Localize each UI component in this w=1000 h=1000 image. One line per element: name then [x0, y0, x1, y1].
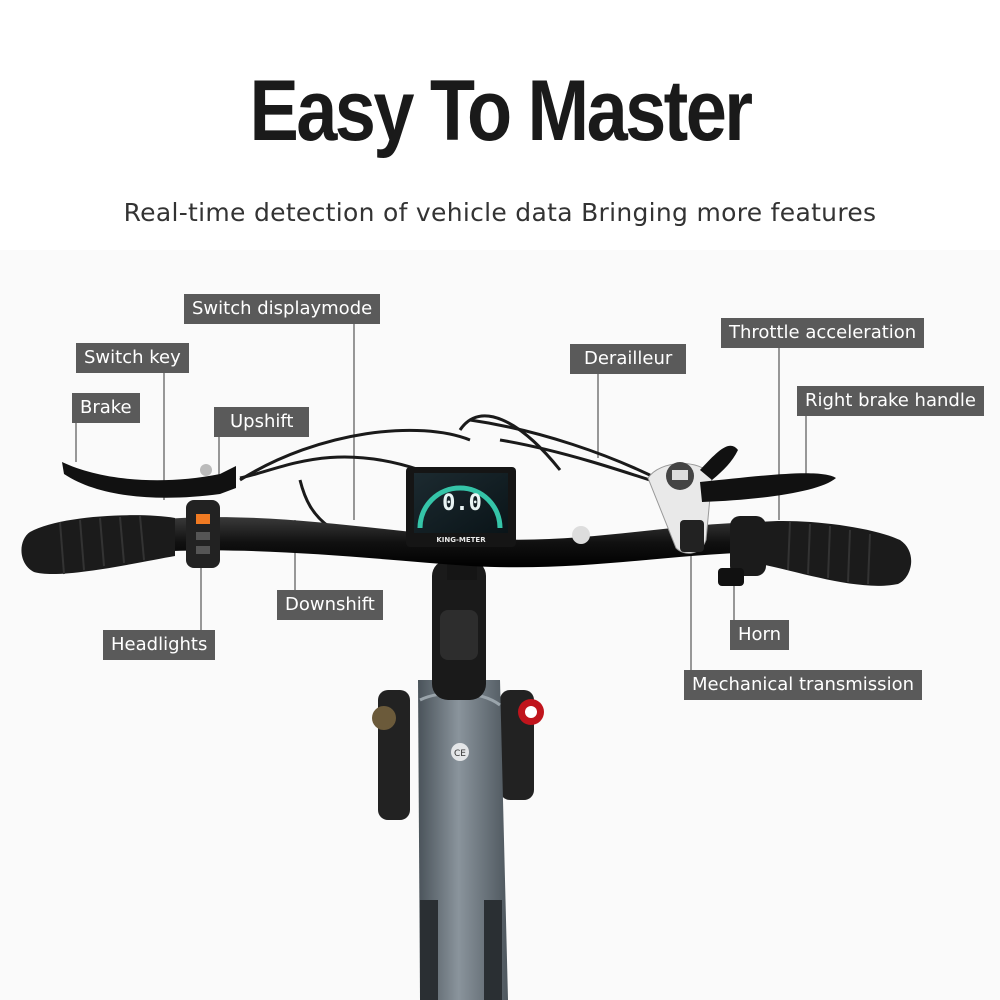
page-subtitle: Real-time detection of vehicle data Brin… — [123, 198, 877, 227]
lcd-speed: 0.0 — [442, 491, 482, 516]
bike-frame: CE — [418, 680, 508, 1000]
label-brake: Brake — [72, 393, 140, 423]
label-switch-displaymode: Switch displaymode — [184, 294, 381, 324]
label-derailleur: Derailleur — [570, 344, 687, 374]
label-horn: Horn — [730, 620, 790, 650]
lcd-display: 0.0 KING-METER — [406, 467, 516, 547]
label-right-brake-handle: Right brake handle — [797, 386, 984, 416]
label-throttle-acceleration: Throttle acceleration — [721, 318, 925, 348]
svg-text:CE: CE — [454, 749, 466, 759]
label-switch-key: Switch key — [76, 343, 189, 373]
label-downshift: Downshift — [277, 590, 383, 620]
right-shifter — [647, 462, 713, 554]
left-control-pod — [186, 500, 220, 568]
lcd-brand: KING-METER — [436, 536, 486, 544]
right-grip — [718, 516, 912, 586]
left-grip — [21, 515, 176, 575]
label-headlights: Headlights — [103, 630, 216, 660]
right-brake-lever — [700, 445, 836, 502]
front-fork — [372, 690, 544, 820]
label-upshift: Upshift — [214, 407, 310, 437]
left-brake-lever — [62, 462, 236, 498]
label-mechanical-transmission: Mechanical transmission — [684, 670, 922, 700]
page-title: Easy To Master — [249, 63, 753, 159]
